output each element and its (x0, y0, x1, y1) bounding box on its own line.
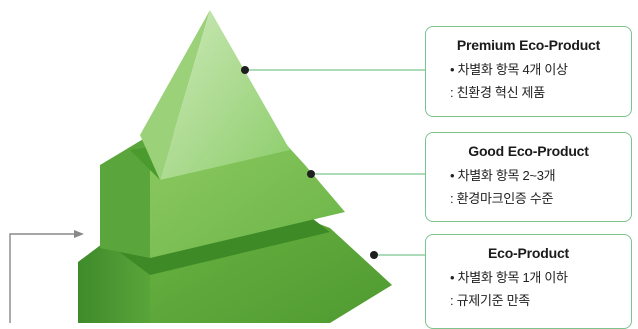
tier-title-good: Good Eco-Product (468, 143, 589, 159)
tier-box-eco: Eco-Product • 차별화 항목 1개 이하 : 규제기준 만족 (425, 234, 632, 329)
tier-description-premium: : 친환경 혁신 제품 (450, 85, 545, 100)
leader-bullet-eco (370, 251, 378, 259)
tier-criteria-good: • 차별화 항목 2~3개 (450, 168, 556, 183)
tier-criteria-premium: • 차별화 항목 4개 이상 (450, 62, 568, 77)
left-arrow (9, 233, 74, 323)
tier-title-premium: Premium Eco-Product (456, 37, 601, 53)
left-arrow-head (74, 230, 84, 238)
tier-criteria-eco: • 차별화 항목 1개 이하 (450, 270, 568, 285)
tier-description-eco: : 규제기준 만족 (450, 293, 530, 308)
pyramid-tier-top-front-face (160, 10, 290, 180)
tier-description-good: : 환경마크인증 수준 (450, 191, 554, 206)
leader-bullet-premium (241, 66, 249, 74)
tier-title-eco: Eco-Product (487, 245, 570, 261)
leader-bullet-good (307, 170, 315, 178)
tier-box-good: Good Eco-Product • 차별화 항목 2~3개 : 환경마크인증 … (425, 132, 632, 222)
pyramid-tier-top-left-face (140, 10, 210, 180)
tier-box-premium: Premium Eco-Product • 차별화 항목 4개 이상 : 친환경… (425, 26, 632, 117)
pyramid-tier-middle-left-face (100, 135, 150, 258)
